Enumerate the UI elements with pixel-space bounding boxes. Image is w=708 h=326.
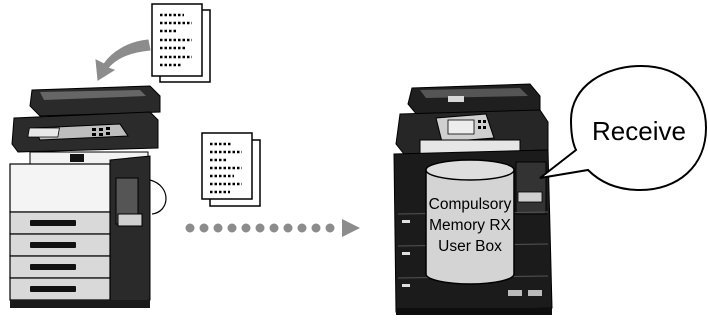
speech-balloon-icon (539, 64, 708, 192)
mfp-printer-icon (9, 85, 167, 308)
database-cylinder-icon (425, 159, 515, 285)
document-stack-icon (201, 132, 261, 207)
box-label-line-1: Compulsory (429, 196, 512, 213)
box-label-line-2: Memory RX (429, 217, 511, 234)
curved-arrow-icon (95, 39, 151, 81)
box-label-line-3: User Box (438, 238, 502, 255)
balloon-label: Receive (592, 116, 686, 146)
dotted-arrow-icon (185, 219, 360, 237)
document-stack-icon (151, 3, 211, 83)
